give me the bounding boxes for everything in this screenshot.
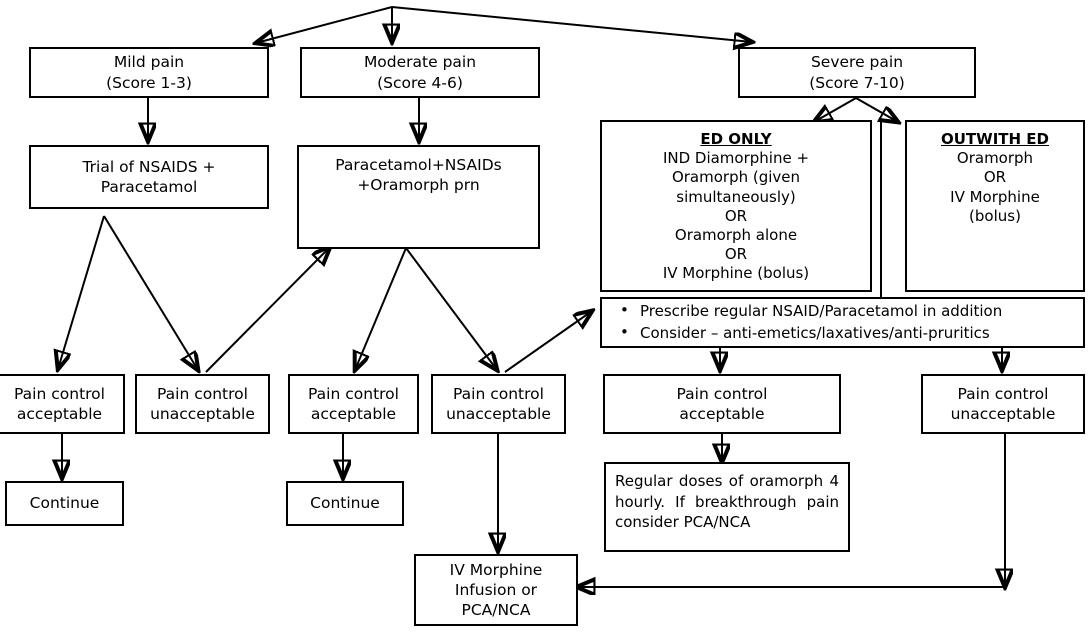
node-prescribe-additional[interactable]: Prescribe regular NSAID/Paracetamol in a… <box>600 297 1085 348</box>
edge-triage-to-severe <box>391 6 752 42</box>
node-mild-pain-label: Mild pain (Score 1-3) <box>106 53 192 92</box>
node-ed-only-header: ED ONLY <box>700 130 772 148</box>
prescribe-bullet-item-2: Consider – anti-emetics/laxatives/anti-p… <box>620 321 1077 344</box>
node-pain-acceptable-1-label: Pain control acceptable <box>14 384 105 423</box>
node-continue-1-label: Continue <box>29 494 100 513</box>
node-pain-acceptable-2[interactable]: Pain control acceptable <box>288 374 419 434</box>
node-trial-nsaids-label: Trial of NSAIDS + Paracetamol <box>82 157 216 196</box>
node-continue-1[interactable]: Continue <box>5 481 124 526</box>
node-regular-doses[interactable]: Regular doses of oramorph 4 hourly. If b… <box>604 462 850 552</box>
node-outwith-ed[interactable]: OUTWITH ED Oramorph OR IV Morphine (bolu… <box>905 120 1085 292</box>
edge-severe-to-edonly <box>814 97 857 122</box>
node-pain-unacceptable-3[interactable]: Pain control unacceptable <box>921 374 1085 434</box>
edge-unacceptable2-to-prescribe <box>504 311 592 373</box>
node-iv-morphine-infusion-label: IV Morphine Infusion or PCA/NCA <box>449 560 543 620</box>
node-pain-unacceptable-2[interactable]: Pain control unacceptable <box>431 374 566 434</box>
node-pain-acceptable-2-label: Pain control acceptable <box>308 384 399 423</box>
node-trial-nsaids[interactable]: Trial of NSAIDS + Paracetamol <box>29 145 269 209</box>
node-outwith-ed-body: Oramorph OR IV Morphine (bolus) <box>950 149 1040 225</box>
node-severe-pain-label: Severe pain (Score 7-10) <box>809 53 905 92</box>
node-regular-doses-label: Regular doses of oramorph 4 hourly. If b… <box>615 472 839 532</box>
node-pain-unacceptable-1-label: Pain control unacceptable <box>150 384 255 423</box>
node-continue-2[interactable]: Continue <box>286 481 404 526</box>
edge-unacceptable1-to-paracetamol <box>205 247 330 373</box>
edge-paracetamol-to-unacceptable2 <box>405 247 497 370</box>
node-pain-acceptable-3-label: Pain control acceptable <box>676 384 768 423</box>
node-pain-acceptable-3[interactable]: Pain control acceptable <box>603 374 841 434</box>
node-paracetamol-nsaids[interactable]: Paracetamol+NSAIDs +Oramorph prn <box>297 145 540 249</box>
node-moderate-pain-label: Moderate pain (Score 4-6) <box>363 53 477 92</box>
node-iv-morphine-infusion[interactable]: IV Morphine Infusion or PCA/NCA <box>414 554 578 626</box>
node-ed-only-body: IND Diamorphine + Oramorph (given simult… <box>662 149 810 283</box>
node-pain-unacceptable-1[interactable]: Pain control unacceptable <box>135 374 270 434</box>
node-mild-pain[interactable]: Mild pain (Score 1-3) <box>29 47 269 98</box>
edge-trial-to-acceptable1 <box>58 215 105 369</box>
edge-severe-to-outwith <box>855 97 898 122</box>
prescribe-bullet-list: Prescribe regular NSAID/Paracetamol in a… <box>612 300 1077 344</box>
node-pain-acceptable-1[interactable]: Pain control acceptable <box>0 374 125 434</box>
node-pain-unacceptable-3-label: Pain control unacceptable <box>950 384 1056 423</box>
edge-triage-to-mild <box>256 6 393 43</box>
node-continue-2-label: Continue <box>310 494 380 513</box>
node-severe-pain[interactable]: Severe pain (Score 7-10) <box>738 47 976 98</box>
node-pain-unacceptable-2-label: Pain control unacceptable <box>446 384 551 423</box>
node-paracetamol-nsaids-label: Paracetamol+NSAIDs +Oramorph prn <box>335 156 502 195</box>
prescribe-bullet-item-1: Prescribe regular NSAID/Paracetamol in a… <box>620 300 1077 322</box>
edge-paracetamol-to-acceptable2 <box>355 247 407 370</box>
node-ed-only[interactable]: ED ONLY IND Diamorphine + Oramorph (give… <box>600 120 872 292</box>
node-moderate-pain[interactable]: Moderate pain (Score 4-6) <box>300 47 540 98</box>
edge-trial-to-unacceptable1 <box>103 215 198 370</box>
node-outwith-ed-header: OUTWITH ED <box>941 130 1049 148</box>
